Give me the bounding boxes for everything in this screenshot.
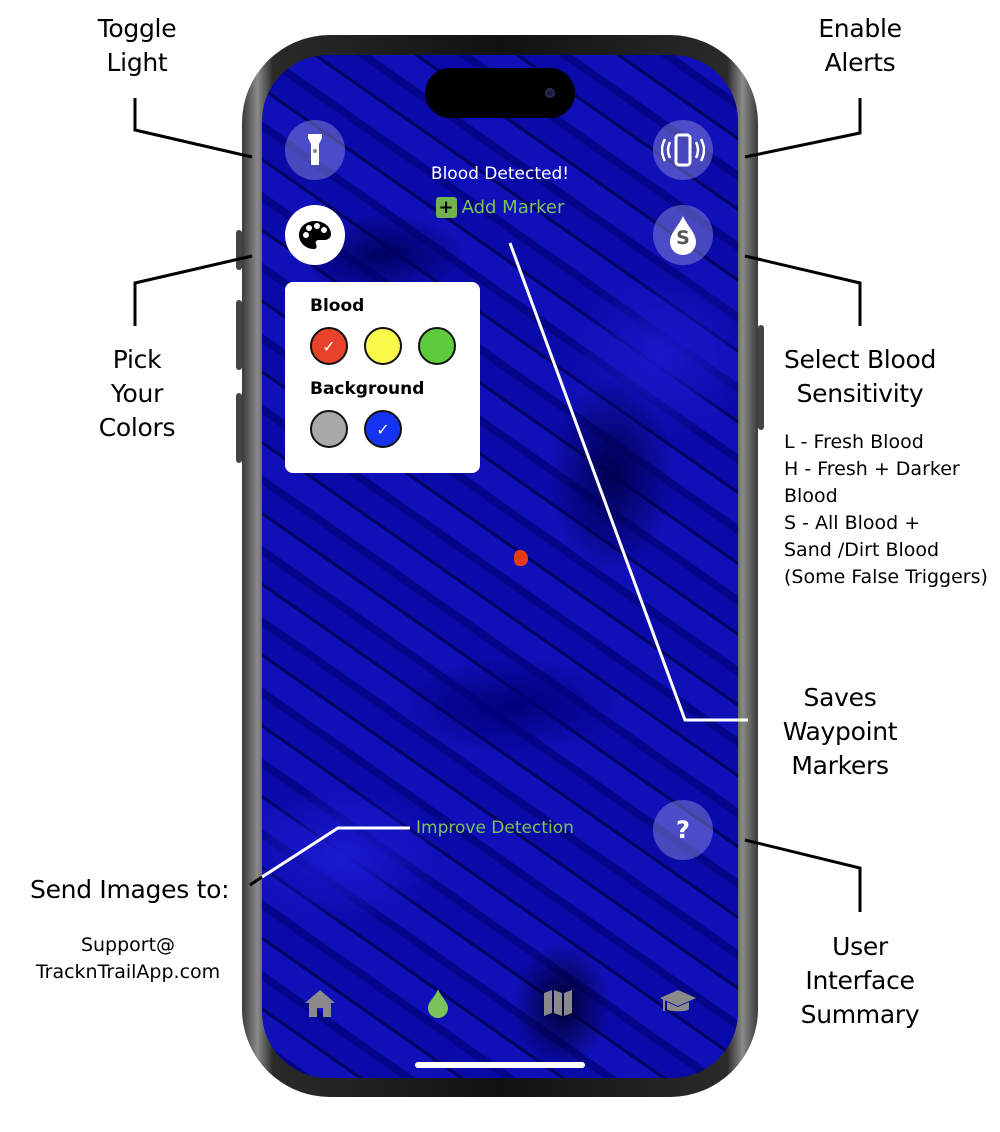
color-picker-button[interactable] — [285, 205, 345, 265]
flashlight-icon — [308, 134, 322, 165]
camera-view: S Blood Detected! +Add Marker Blood ✓ Ba… — [262, 55, 738, 1078]
line-toggle-light — [133, 98, 253, 159]
add-marker-button[interactable]: +Add Marker — [262, 197, 738, 218]
line-ui-summary — [744, 838, 862, 912]
checkmark-icon: ✓ — [376, 419, 390, 439]
action-button — [236, 230, 242, 270]
power-button — [758, 325, 764, 430]
label: TracknTrailApp.com — [35, 961, 221, 983]
plus-icon: + — [435, 197, 457, 218]
blood-color-swatch[interactable] — [364, 327, 402, 365]
detection-status: Blood Detected! — [430, 164, 570, 184]
blood-color-heading: Blood — [310, 296, 365, 316]
blood-drop-icon — [670, 216, 696, 255]
enable-alerts-button[interactable] — [653, 120, 713, 180]
tab-blood-tracking[interactable] — [418, 983, 458, 1023]
add-marker-label: Add Marker — [461, 197, 565, 218]
label: Pick — [112, 345, 162, 374]
blood-color-options: ✓ — [310, 327, 480, 365]
label: Alerts — [824, 48, 896, 77]
dynamic-island — [425, 68, 575, 118]
label: Your — [110, 379, 164, 408]
blood-sensitivity-button[interactable]: S — [653, 205, 713, 265]
level-s-note: (Some False Triggers) — [784, 566, 988, 588]
label: Saves — [803, 683, 877, 712]
level-l: L - Fresh Blood — [784, 431, 924, 453]
map-icon — [544, 990, 572, 1016]
blood-color-swatch[interactable] — [418, 327, 456, 365]
label: Light — [106, 48, 168, 77]
toggle-light-button[interactable] — [285, 120, 345, 180]
improve-detection-link[interactable]: Improve Detection — [416, 818, 574, 838]
label: Toggle — [97, 14, 177, 43]
sensitivity-levels: L - Fresh Blood H - Fresh + Darker Blood… — [784, 429, 988, 591]
label: Select Blood — [783, 345, 937, 374]
level-s-cont: Sand /Dirt Blood — [784, 539, 940, 561]
phone-vibrate-icon — [661, 133, 705, 167]
front-camera — [545, 88, 555, 98]
line-saves-waypoint — [508, 242, 748, 722]
background-color-swatch[interactable] — [310, 410, 348, 448]
support-email: Support@ TracknTrailApp.com — [28, 932, 228, 986]
label: Waypoint — [782, 717, 898, 746]
tab-map[interactable] — [538, 983, 578, 1023]
background-color-swatch[interactable]: ✓ — [364, 410, 402, 448]
label: Interface — [805, 966, 915, 995]
blood-color-swatch[interactable]: ✓ — [310, 327, 348, 365]
home-indicator[interactable] — [415, 1062, 585, 1068]
line-send-images — [249, 875, 263, 887]
sensitivity-letter: S — [676, 227, 690, 249]
label: Sensitivity — [796, 379, 924, 408]
line-improve-detection — [261, 826, 410, 879]
label: Support@ — [80, 934, 176, 956]
annotation-send-images: Send Images to: — [30, 875, 230, 904]
volume-up-button — [236, 300, 242, 370]
line-pick-colors — [133, 254, 253, 326]
label: Colors — [98, 413, 176, 442]
detected-blood-spot — [514, 550, 528, 566]
palette-icon — [299, 221, 331, 249]
blood-drop-icon — [428, 989, 448, 1018]
tab-learn[interactable] — [658, 983, 698, 1023]
label: Markers — [791, 751, 889, 780]
level-h-cont: Blood — [784, 485, 838, 507]
checkmark-icon: ✓ — [322, 336, 336, 356]
background-color-options: ✓ — [310, 410, 480, 448]
help-button[interactable]: ? — [653, 800, 713, 860]
level-s: S - All Blood + — [784, 512, 921, 534]
home-icon — [305, 990, 335, 1017]
question-icon: ? — [676, 816, 690, 844]
line-select-sensitivity — [744, 254, 862, 326]
color-panel: Blood ✓ Background ✓ — [285, 282, 480, 473]
level-h: H - Fresh + Darker — [784, 458, 960, 480]
label: User — [832, 932, 888, 961]
background-color-heading: Background — [310, 379, 425, 399]
label: Enable — [818, 14, 902, 43]
label: Summary — [800, 1000, 920, 1029]
tab-home[interactable] — [300, 983, 340, 1023]
line-enable-alerts — [744, 98, 862, 159]
graduation-cap-icon — [660, 990, 696, 1012]
volume-down-button — [236, 393, 242, 463]
